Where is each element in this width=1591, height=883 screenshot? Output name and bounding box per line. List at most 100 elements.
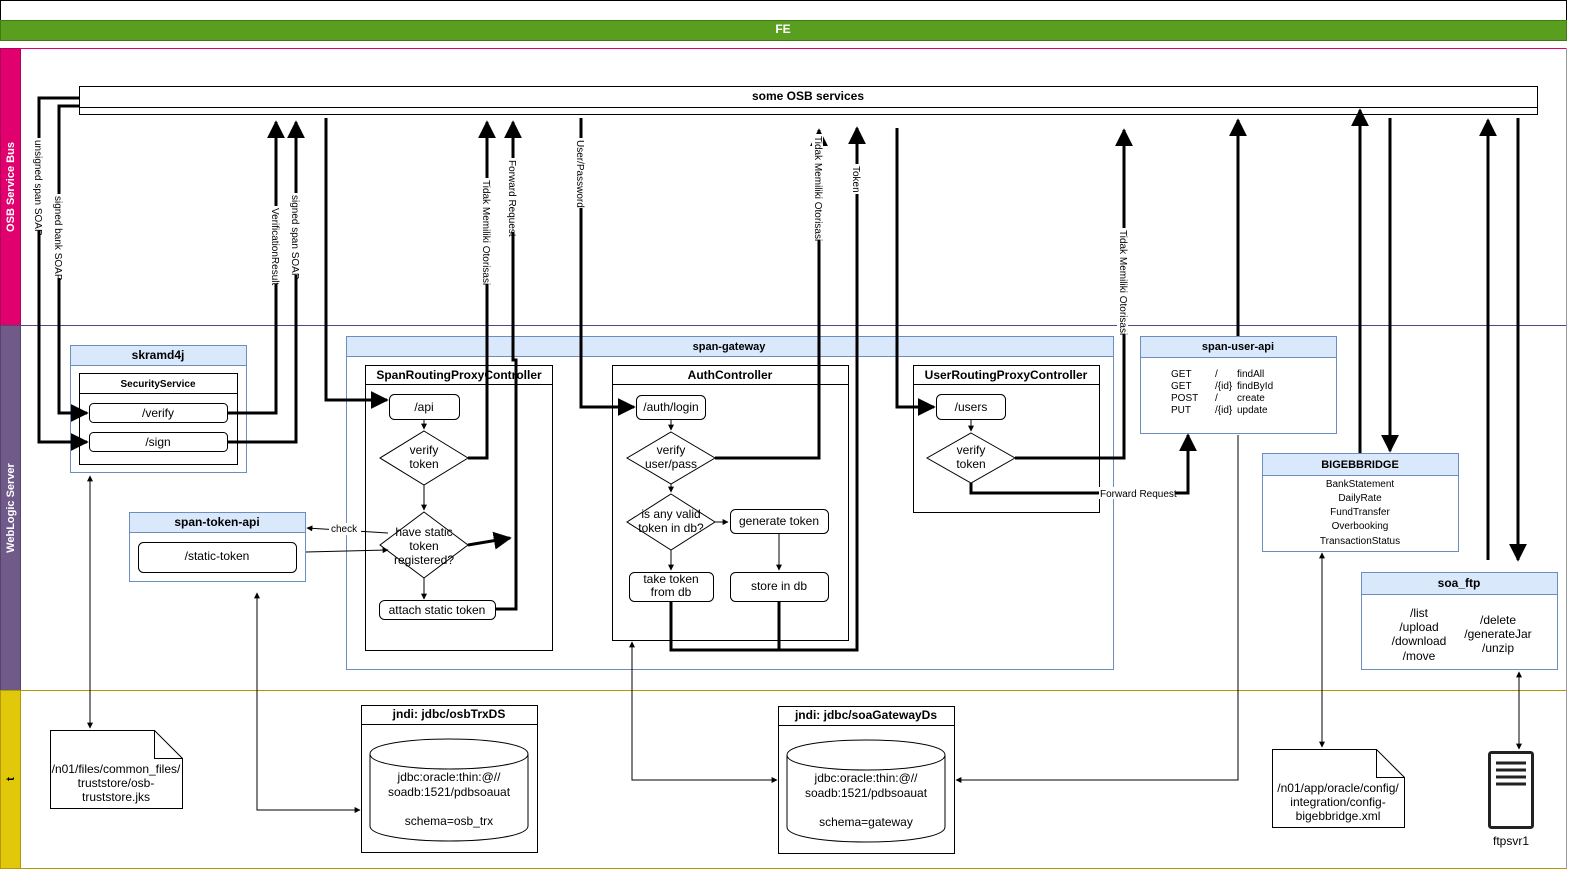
bigeb-item-1: BankStatement (1326, 479, 1395, 490)
edge-auth-gateway-ds (629, 641, 778, 783)
users-endpoint[interactable] (936, 394, 1006, 420)
auth-login-endpoint[interactable] (636, 395, 706, 420)
edge-to-api (324, 118, 389, 409)
bigeb-item-2: DailyRate (1338, 493, 1382, 504)
security-service-title: SecurityService (120, 379, 195, 390)
have-static-line-2: token (409, 539, 438, 553)
ftp-left-4: /move (1403, 649, 1436, 663)
attach-static-label: attach static token (389, 603, 486, 617)
label-unsigned-span-soap: unsigned span SOAP (32, 140, 43, 236)
user-api-method-2: GET (1171, 381, 1192, 392)
static-token-endpoint[interactable] (138, 542, 297, 573)
edge-user-api-gateway-ds (955, 435, 1239, 783)
label-tidak-2: Tidak Memiliki Otorisasi (812, 136, 823, 241)
have-static-line-3: registered? (394, 553, 454, 567)
label-user-password: User/Password (574, 140, 585, 208)
ftp-right-3: /unzip (1482, 641, 1514, 655)
soa-ftp: soa_ftp /list /upload /download /move /d… (1361, 572, 1558, 670)
truststore-line-2: truststore/osb- (78, 776, 155, 790)
ftp-right-1: /delete (1480, 613, 1516, 627)
label-signed-bank-soap: signed bank SOAP (52, 196, 63, 281)
bigebbridge: BIGEBBRIDGE BankStatement DailyRate Fund… (1262, 453, 1459, 552)
generate-token (730, 509, 829, 534)
edge-span-forward-request (496, 120, 522, 611)
have-static-line-1: have static (395, 525, 452, 539)
ds-osb-line-2: soadb:1521/pdbsoauat (388, 785, 511, 799)
ds-osb-line-4: schema=osb_trx (405, 814, 493, 828)
user-api-op-2: findById (1237, 381, 1273, 392)
edge-static-yes (467, 531, 512, 550)
weblogic-lane-label: WebLogic Server (5, 462, 17, 552)
user-routing-controller: UserRoutingProxyController /users verify… (913, 365, 1100, 513)
take-token-from-db (629, 572, 714, 602)
ftp-left-1: /list (1410, 606, 1429, 620)
label-forward-request-1: Forward Request (506, 160, 517, 237)
edge-unsigned-span-soap (37, 96, 89, 451)
verify-endpoint-label: /verify (142, 406, 174, 420)
attach-static-token (379, 600, 496, 620)
bigeb-config-line-2: integration/config- (1290, 795, 1385, 809)
fe-lane (0, 20, 1567, 41)
label-forward-request-2: Forward Request (1100, 489, 1177, 500)
label-token: Token (850, 166, 861, 193)
ds-osb-title: jndi: jdbc/osbTrxDS (392, 707, 506, 721)
edge-labels: unsigned span SOAP signed bank SOAP Veri… (32, 134, 1177, 535)
bottom-lane (0, 690, 21, 869)
server-icon: ftpsvr1 (1488, 751, 1534, 848)
store-in-db-label: store in db (751, 579, 807, 593)
ds-gateway-line-4: schema=gateway (819, 815, 913, 829)
verify-userpass-line-1: verify (657, 443, 686, 457)
file-bigeb-config: /n01/app/oracle/config/ integration/conf… (1272, 749, 1405, 828)
store-in-db (730, 572, 829, 602)
label-tidak-1: Tidak Memiliki Otorisasi (480, 180, 491, 285)
bigebbridge-title: BIGEBBRIDGE (1321, 459, 1399, 471)
bigeb-item-5: TransactionStatus (1320, 536, 1400, 547)
span-routing-controller: SpanRoutingProxyController /api verify t… (365, 365, 553, 651)
file-truststore: /n01/files/common_files/ truststore/osb-… (50, 730, 183, 809)
label-signed-span-soap: signed span SOAP (289, 195, 300, 280)
ds-osb-line-1: jdbc:oracle:thin:@// (397, 770, 502, 784)
user-api-path-1: / (1215, 369, 1218, 380)
user-verify-line-2: token (956, 457, 985, 471)
db-cylinder-gateway (786, 739, 946, 843)
auth-controller: AuthController /auth/login verify user/p… (612, 365, 849, 641)
bigeb-item-4: Overbooking (1332, 521, 1389, 532)
edge-to-users (895, 128, 936, 416)
span-gateway-title: span-gateway (693, 341, 767, 353)
label-verification-result: VerificationResult (269, 208, 280, 285)
lanes: FE OSB Service Bus WebLogic Server t (0, 0, 1567, 869)
label-check: check (331, 524, 358, 535)
user-api-op-3: create (1237, 393, 1265, 404)
osb-services-title: some OSB services (752, 89, 864, 103)
user-verify-line-1: verify (957, 443, 986, 457)
span-routing-title: SpanRoutingProxyController (376, 368, 542, 382)
server-label: ftpsvr1 (1493, 834, 1529, 848)
soa-ftp-title: soa_ftp (1438, 576, 1481, 590)
osb-lane-label: OSB Service Bus (5, 142, 17, 232)
label-tidak-3: Tidak Memiliki Otorisasi (1117, 230, 1128, 335)
static-token-label: /static-token (185, 549, 250, 563)
verify-token-line-2: token (409, 457, 438, 471)
api-endpoint[interactable] (389, 394, 460, 420)
datasource-soa-gateway: jndi: jdbc/soaGatewayDs jdbc:oracle:thin… (778, 706, 955, 854)
user-api-path-3: / (1215, 393, 1218, 404)
bigeb-config-line-3: bigebbridge.xml (1296, 809, 1381, 823)
edge-token-api-osb-ds (254, 592, 361, 813)
take-token-line-2: from db (651, 585, 692, 599)
ds-gateway-title: jndi: jdbc/soaGatewayDs (794, 708, 937, 722)
ftp-left-2: /upload (1399, 620, 1438, 634)
skramd4j: skramd4j SecurityService /verify /sign (70, 345, 247, 473)
user-api-method-3: POST (1171, 393, 1198, 404)
bigeb-config-line-1: /n01/app/oracle/config/ (1277, 781, 1399, 795)
verify-endpoint[interactable] (89, 403, 228, 423)
edge-user-forward-request (969, 433, 1197, 495)
truststore-line-1: /n01/files/common_files/ (52, 762, 181, 776)
ds-gateway-line-1: jdbc:oracle:thin:@// (814, 771, 919, 785)
api-endpoint-label: /api (414, 400, 433, 414)
ftp-left-3: /download (1392, 634, 1447, 648)
verify-token-line-1: verify (410, 443, 439, 457)
any-valid-line-1: is any valid (641, 507, 700, 521)
user-api-op-4: update (1237, 405, 1268, 416)
sign-endpoint[interactable] (89, 432, 228, 452)
